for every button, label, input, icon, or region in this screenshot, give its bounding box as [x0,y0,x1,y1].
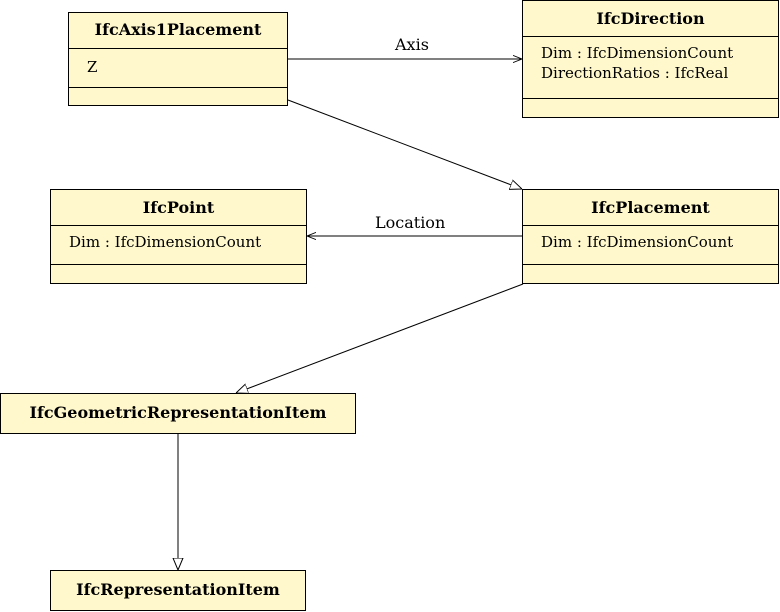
class-ifcrepresentationitem[interactable]: IfcRepresentationItem [50,570,306,611]
class-name: IfcAxis1Placement [69,13,287,49]
attribute: Dim : IfcDimensionCount [541,44,734,62]
class-attributes: Dim : IfcDimensionCount [523,226,778,265]
class-ifcpoint[interactable]: IfcPoint Dim : IfcDimensionCount [50,189,307,284]
class-name: IfcGeometricRepresentationItem [29,403,327,422]
attribute: DirectionRatios : IfcReal [541,64,729,82]
association-label-location: Location [375,213,446,232]
class-attributes: Dim : IfcDimensionCount DirectionRatios … [523,37,778,99]
class-ifcgeometricrepresentationitem[interactable]: IfcGeometricRepresentationItem [0,393,356,434]
class-name: IfcPoint [51,190,306,226]
class-attributes: Dim : IfcDimensionCount [51,226,306,265]
attribute: Dim : IfcDimensionCount [541,233,734,251]
placement-generalization-edge [236,283,524,393]
class-name: IfcPlacement [523,190,778,226]
axis1placement-generalization-edge [287,99,522,189]
attribute: Z [87,58,98,76]
class-name: IfcDirection [523,1,778,37]
class-ifcdirection[interactable]: IfcDirection Dim : IfcDimensionCount Dir… [522,0,779,118]
class-name: IfcRepresentationItem [76,580,280,599]
attribute: Dim : IfcDimensionCount [69,233,262,251]
association-label-axis: Axis [395,35,429,54]
class-ifcplacement[interactable]: IfcPlacement Dim : IfcDimensionCount [522,189,779,284]
class-ifcaxis1placement[interactable]: IfcAxis1Placement Z [68,12,288,106]
class-attributes: Z [69,49,287,88]
